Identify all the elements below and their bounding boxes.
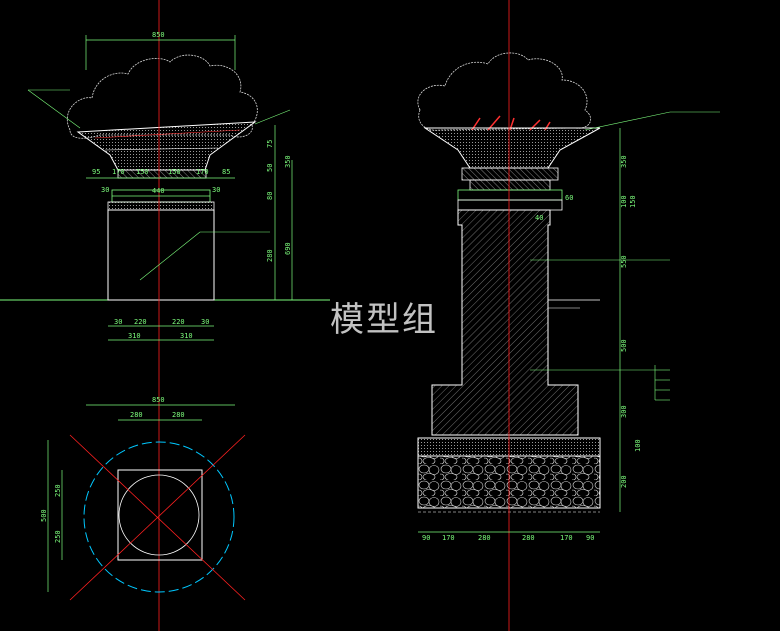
svg-text:500: 500: [40, 509, 48, 522]
plan-square: [117, 469, 203, 561]
svg-text:280: 280: [266, 249, 274, 262]
svg-text:220: 220: [172, 318, 185, 326]
svg-text:280: 280: [522, 534, 535, 542]
svg-text:170: 170: [560, 534, 573, 542]
section-view: 350 100 150 550 500 300 100 200 60 40 90…: [417, 0, 720, 631]
watermark: 模型组: [330, 300, 438, 340]
plan-outer-dim: 850: [152, 396, 165, 404]
svg-text:310: 310: [180, 332, 193, 340]
svg-text:100: 100: [620, 195, 628, 208]
svg-text:200: 200: [620, 475, 628, 488]
svg-text:30: 30: [201, 318, 209, 326]
svg-text:85: 85: [222, 168, 230, 176]
side-dims: 75 50 350 80 280 690: [266, 140, 292, 262]
svg-text:300: 300: [620, 405, 628, 418]
svg-text:40: 40: [535, 214, 543, 222]
svg-text:280: 280: [478, 534, 491, 542]
svg-text:250: 250: [54, 484, 62, 497]
section-canopy: [417, 52, 592, 131]
section-bottom-dims: 90 170 280 280 170 90: [422, 534, 594, 542]
plan-outer-circle: [83, 441, 235, 593]
svg-text:75: 75: [266, 140, 274, 148]
planter-neck: [117, 169, 207, 179]
svg-text:30: 30: [212, 186, 220, 194]
svg-text:280: 280: [130, 411, 143, 419]
svg-text:95: 95: [92, 168, 100, 176]
svg-text:550: 550: [620, 255, 628, 268]
pedestal: [107, 209, 215, 301]
dim-top-width: 850: [152, 31, 165, 39]
svg-text:100: 100: [634, 439, 642, 452]
svg-text:50: 50: [266, 164, 274, 172]
bottom-dims: 30 220 220 30 310 310: [114, 318, 209, 340]
svg-text:60: 60: [565, 194, 573, 202]
svg-text:350: 350: [284, 155, 292, 168]
section-right-dims: 350 100 150 550 500 300 100 200: [620, 155, 642, 488]
svg-text:170: 170: [442, 534, 455, 542]
svg-text:350: 350: [620, 155, 628, 168]
section-bowl: [423, 127, 601, 169]
svg-text:150: 150: [136, 168, 149, 176]
plant-canopy: [67, 54, 258, 139]
svg-text:150: 150: [629, 195, 637, 208]
svg-text:90: 90: [586, 534, 594, 542]
svg-text:150: 150: [168, 168, 181, 176]
svg-text:30: 30: [101, 186, 109, 194]
planter-bowl: [76, 121, 257, 171]
svg-text:30: 30: [114, 318, 122, 326]
dim-base-width: 440: [152, 187, 165, 195]
bowl-dims: 95 170 150 150 170 85: [92, 168, 230, 176]
svg-text:250: 250: [54, 530, 62, 543]
svg-text:500: 500: [620, 339, 628, 352]
svg-text:80: 80: [266, 192, 274, 200]
svg-text:310: 310: [128, 332, 141, 340]
svg-text:690: 690: [284, 242, 292, 255]
section-column: [431, 209, 579, 436]
svg-text:220: 220: [134, 318, 147, 326]
svg-text:280: 280: [172, 411, 185, 419]
svg-text:170: 170: [112, 168, 125, 176]
svg-text:90: 90: [422, 534, 430, 542]
svg-text:170: 170: [196, 168, 209, 176]
plan-view: 850 280 280 500 250 250: [40, 350, 246, 631]
left-elevation: 850 95 170 150 150 170 85 440 30 30 75 5…: [0, 0, 330, 350]
